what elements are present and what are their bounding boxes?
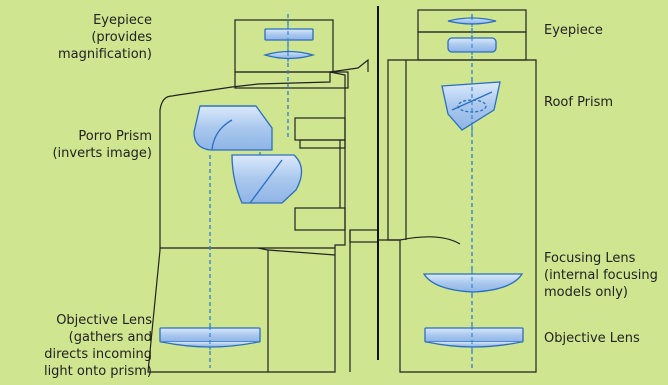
label-porro-objective: Objective Lens (gathers and directs inco… bbox=[44, 312, 152, 380]
porro-binocular bbox=[147, 19, 379, 373]
porro-prism-upper bbox=[193, 105, 273, 151]
roof-prism bbox=[441, 81, 501, 131]
label-roof-objective: Objective Lens bbox=[544, 330, 640, 347]
label-roof-prism: Roof Prism bbox=[544, 94, 613, 111]
porro-body-outline bbox=[147, 71, 346, 373]
porro-eyepiece-lens-lower bbox=[262, 50, 316, 60]
label-line: (internal focusing bbox=[544, 268, 658, 283]
label-porro-prism: Porro Prism (inverts image) bbox=[52, 128, 152, 162]
label-line: (gathers and bbox=[68, 330, 152, 345]
label-line: light onto prism) bbox=[43, 364, 152, 379]
porro-prism-lower bbox=[231, 154, 303, 204]
roof-objective-lens bbox=[424, 327, 524, 343]
label-line: Eyepiece bbox=[93, 13, 152, 28]
label-line: Eyepiece bbox=[544, 23, 603, 38]
label-line: directs incoming bbox=[44, 347, 152, 362]
porro-eyepiece-ring bbox=[234, 71, 349, 89]
porro-eyepiece-cap bbox=[329, 58, 369, 73]
roof-focus-band bbox=[399, 236, 461, 245]
porro-eyepiece-housing bbox=[234, 19, 334, 73]
roof-binocular bbox=[378, 9, 537, 373]
label-line: (inverts image) bbox=[52, 146, 152, 161]
label-line: Objective Lens bbox=[544, 331, 640, 346]
label-line: (provides bbox=[91, 30, 152, 45]
label-line: Objective Lens bbox=[56, 313, 152, 328]
label-line: Roof Prism bbox=[544, 95, 614, 110]
roof-eyepiece-lens-upper bbox=[447, 17, 497, 25]
porro-lower-barrel bbox=[267, 249, 336, 256]
porro-eyepiece-lens-upper bbox=[264, 28, 314, 41]
label-line: Porro Prism bbox=[78, 129, 152, 144]
hinge-mid bbox=[299, 139, 346, 149]
roof-focusing-lens bbox=[422, 273, 524, 293]
label-line: models only) bbox=[544, 285, 628, 300]
label-line: magnification) bbox=[57, 47, 152, 62]
hinge-bottom bbox=[349, 229, 379, 243]
hinge-lower bbox=[294, 207, 346, 231]
label-focusing-lens: Focusing Lens (internal focusing models … bbox=[544, 250, 658, 301]
hinge-upper bbox=[294, 117, 346, 141]
label-roof-eyepiece: Eyepiece bbox=[544, 22, 603, 39]
label-line: Focusing Lens bbox=[544, 251, 636, 266]
label-porro-eyepiece: Eyepiece (provides magnification) bbox=[58, 12, 152, 63]
